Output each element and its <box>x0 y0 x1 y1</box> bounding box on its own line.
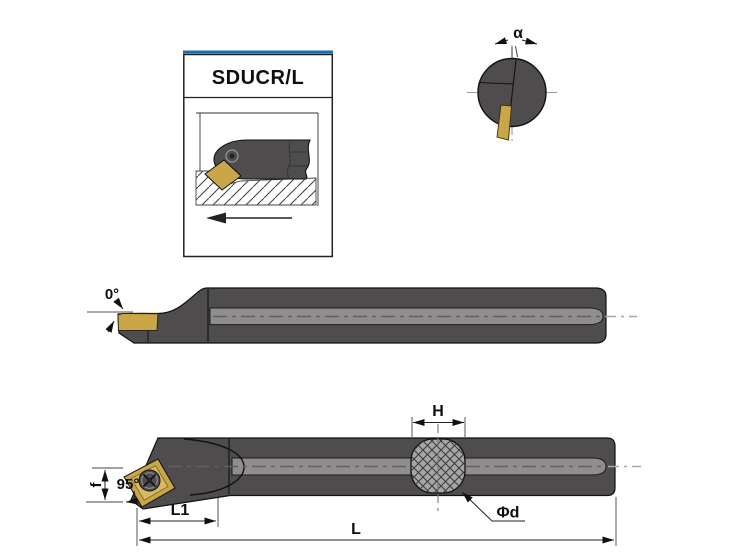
dimension-H: H <box>411 403 466 437</box>
dimension-95deg: 95° <box>117 476 140 505</box>
alpha-arrow-right <box>521 37 538 45</box>
dimension-phi-d: Φd <box>461 491 525 522</box>
clamp-screw <box>138 469 161 492</box>
insert-in-bore <box>204 159 242 191</box>
alpha-vertex-ticks <box>511 45 518 58</box>
dimension-f: f <box>86 467 123 503</box>
label-95deg: 95° <box>117 476 140 493</box>
tool-head-shape <box>213 139 311 180</box>
label-L: L <box>351 521 361 538</box>
panel-accent-line <box>183 50 333 54</box>
panel-title: SDUCR/L <box>212 67 304 89</box>
end-view: α <box>467 25 558 143</box>
alpha-arrow-left <box>494 37 509 45</box>
label-H: H <box>432 403 444 420</box>
flat-chord-line <box>478 82 514 85</box>
front-view: H Φd 95° f L1 L <box>86 403 641 546</box>
label-rake-angle: 0° <box>105 286 119 303</box>
label-L1: L1 <box>171 502 190 519</box>
insert-side-view <box>117 312 159 331</box>
label-f: f <box>88 482 105 488</box>
bar-light-band-side <box>209 307 604 326</box>
insert-usage-panel: SDUCR/L <box>183 50 334 258</box>
insert-end-view <box>496 104 512 141</box>
dimension-L: L <box>139 497 617 546</box>
rake-arrow-up <box>105 320 115 333</box>
rake-arrow-down <box>113 297 124 310</box>
label-phi-d: Φd <box>497 505 520 522</box>
side-view: 0° <box>87 286 637 344</box>
dimension-L1: L1 <box>136 498 219 546</box>
bore-outline <box>196 112 319 206</box>
label-alpha: α <box>513 25 523 42</box>
tool-in-bore <box>204 139 311 191</box>
feed-direction-arrow <box>206 212 292 224</box>
